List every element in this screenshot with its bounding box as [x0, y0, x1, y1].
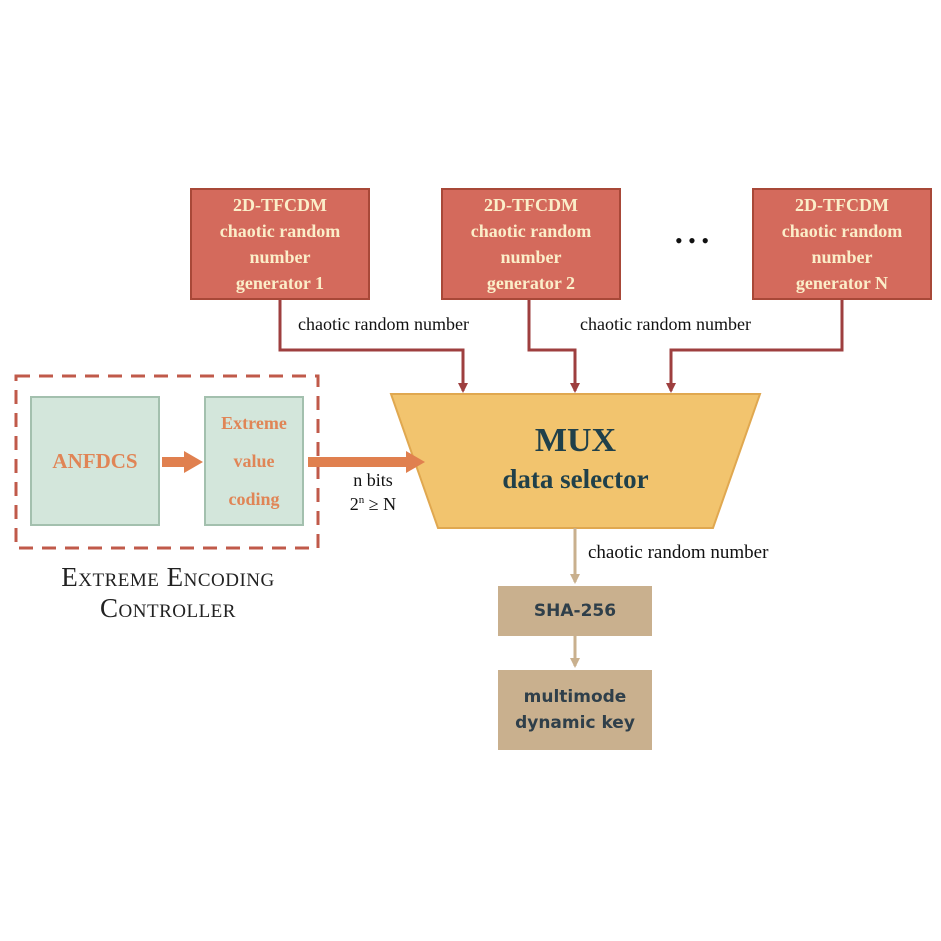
sha256-box: SHA-256 — [498, 586, 652, 636]
generator-2-line3: number — [500, 247, 562, 267]
condition-base: 2 — [349, 494, 359, 514]
generator-1-box: 2D-TFCDM chaotic random number generator… — [190, 188, 370, 300]
generator-2-line4: generator 2 — [486, 273, 576, 293]
arrow-anfdcs-to-evc-head — [184, 451, 203, 473]
controller-caption: Extreme Encoding Controller — [0, 562, 336, 624]
generator-1-line4: generator 1 — [235, 273, 325, 293]
label-n-bits: n bits — [353, 470, 393, 490]
anfdcs-label: ANFDCS — [52, 448, 138, 473]
anfdcs-box: ANFDCS — [30, 396, 160, 526]
arrow-evc-to-mux-head — [406, 451, 425, 473]
dynamic-key-line2: dynamic key — [515, 713, 635, 733]
controller-caption-line1: Extreme Encoding — [61, 562, 275, 592]
generator-2-box: 2D-TFCDM chaotic random number generator… — [441, 188, 621, 300]
arrow-generator2-to-mux — [527, 300, 580, 393]
ellipsis: • • • — [674, 228, 710, 253]
generator-1-line2: chaotic random — [219, 221, 341, 241]
label-condition: 2n ≥ N — [330, 494, 416, 515]
arrow-generator1-to-mux — [278, 300, 468, 393]
sha256-label: SHA-256 — [533, 601, 617, 621]
generator-1-line1: 2D-TFCDM — [233, 195, 327, 215]
generator-n-line3: number — [811, 247, 873, 267]
generator-n-line4: generator N — [795, 273, 889, 293]
mux-trapezoid — [389, 393, 762, 529]
mux-title: MUX — [534, 422, 617, 459]
label-crn-right: chaotic random number — [580, 314, 751, 334]
extreme-value-coding-box: Extreme value coding — [204, 396, 304, 526]
evc-line3: coding — [228, 489, 280, 509]
dynamic-key-box: multimode dynamic key — [498, 670, 652, 750]
arrow-generatorN-to-mux — [666, 300, 844, 393]
controller-dashed-frame — [14, 374, 320, 550]
dynamic-key-line1: multimode — [523, 687, 627, 707]
generator-n-line2: chaotic random — [781, 221, 903, 241]
mux-text: MUX data selector — [438, 420, 713, 496]
mux-subtitle: data selector — [502, 464, 649, 494]
condition-exponent: n — [358, 494, 365, 506]
condition-rest: ≥ N — [364, 494, 397, 514]
controller-caption-line2: Controller — [100, 593, 236, 623]
evc-line2: value — [233, 451, 275, 471]
generator-n-box: 2D-TFCDM chaotic random number generator… — [752, 188, 932, 300]
generator-n-line1: 2D-TFCDM — [795, 195, 889, 215]
label-crn-left: chaotic random number — [298, 314, 469, 334]
generator-2-line1: 2D-TFCDM — [484, 195, 578, 215]
label-crn-bottom: chaotic random number — [588, 542, 769, 563]
generator-2-line2: chaotic random — [470, 221, 592, 241]
generator-1-line3: number — [249, 247, 311, 267]
evc-line1: Extreme — [221, 413, 287, 433]
